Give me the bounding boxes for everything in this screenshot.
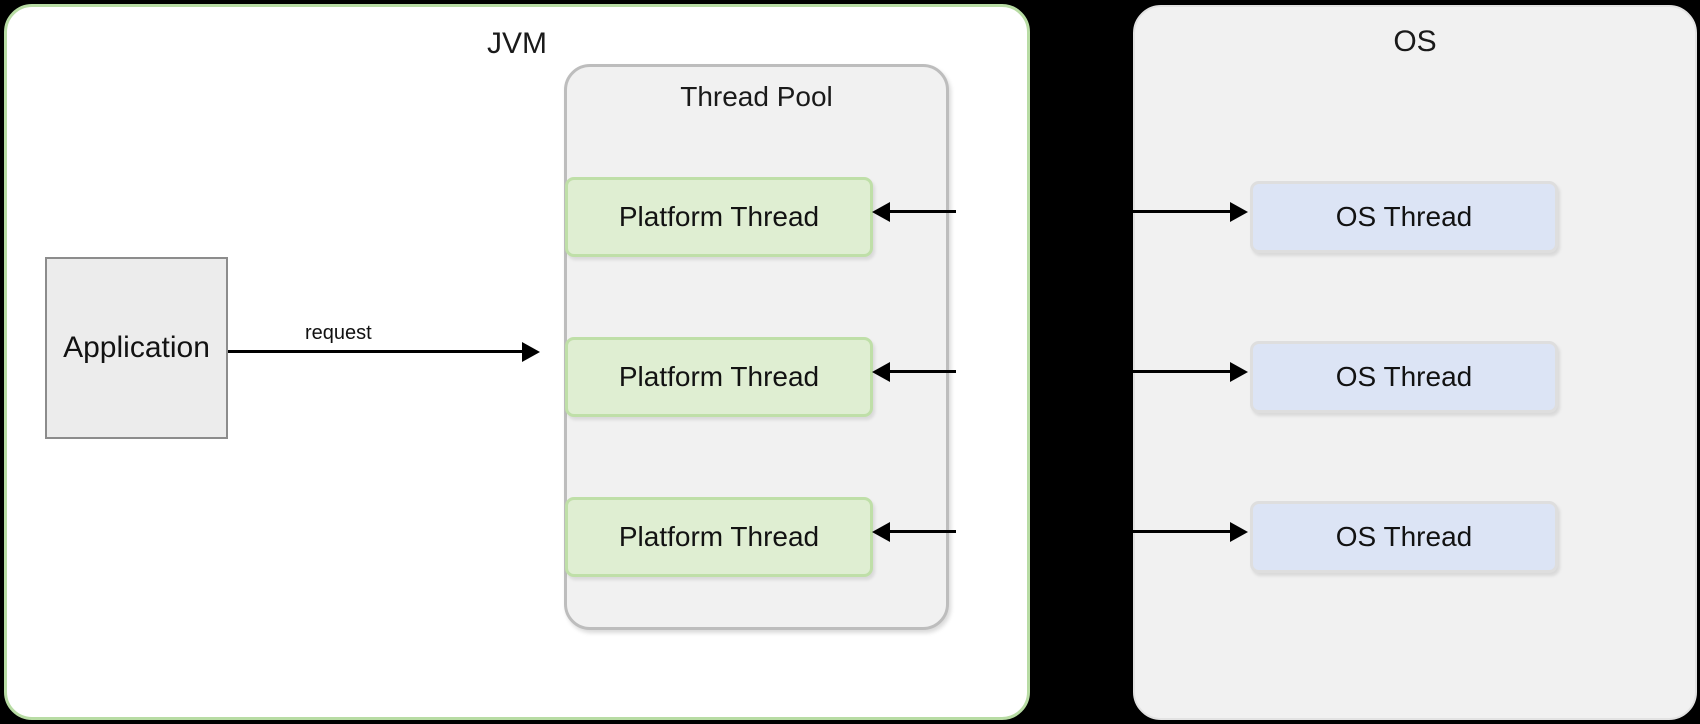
os-thread-node: OS Thread: [1250, 181, 1558, 253]
mapping-arrow-head-left-icon: [872, 362, 890, 382]
request-arrow-line: [228, 350, 522, 353]
application-node: Application: [45, 257, 228, 439]
request-arrow-head-icon: [522, 342, 540, 362]
os-thread-node: OS Thread: [1250, 501, 1558, 573]
mapping-arrow-head-right-icon: [1230, 522, 1248, 542]
os-thread-label: OS Thread: [1335, 521, 1473, 552]
platform-thread-node: Platform Thread: [565, 177, 873, 257]
mapping-arrow-line-left: [890, 210, 956, 213]
os-thread-node: OS Thread: [1250, 341, 1558, 413]
request-arrow-label: request: [305, 322, 372, 344]
jvm-panel-title: JVM: [487, 27, 547, 60]
mapping-arrow-line-left: [890, 370, 956, 373]
mapping-arrow-line-right: [1062, 370, 1230, 373]
mapping-arrow-head-left-icon: [872, 522, 890, 542]
platform-thread-node: Platform Thread: [565, 497, 873, 577]
os-panel-title: OS: [1393, 25, 1437, 58]
platform-thread-label: Platform Thread: [618, 201, 820, 232]
mapping-arrow-line-right: [1062, 210, 1230, 213]
os-thread-label: OS Thread: [1335, 201, 1473, 232]
mapping-arrow-line-left: [890, 530, 956, 533]
os-thread-label: OS Thread: [1335, 361, 1473, 392]
application-node-label: Application: [63, 331, 210, 364]
thread-pool-title: Thread Pool: [680, 81, 833, 112]
mapping-arrow-head-right-icon: [1230, 362, 1248, 382]
platform-thread-node: Platform Thread: [565, 337, 873, 417]
mapping-arrow-head-right-icon: [1230, 202, 1248, 222]
platform-thread-label: Platform Thread: [618, 521, 820, 552]
mapping-arrow-head-left-icon: [872, 202, 890, 222]
platform-thread-label: Platform Thread: [618, 361, 820, 392]
mapping-arrow-line-right: [1062, 530, 1230, 533]
